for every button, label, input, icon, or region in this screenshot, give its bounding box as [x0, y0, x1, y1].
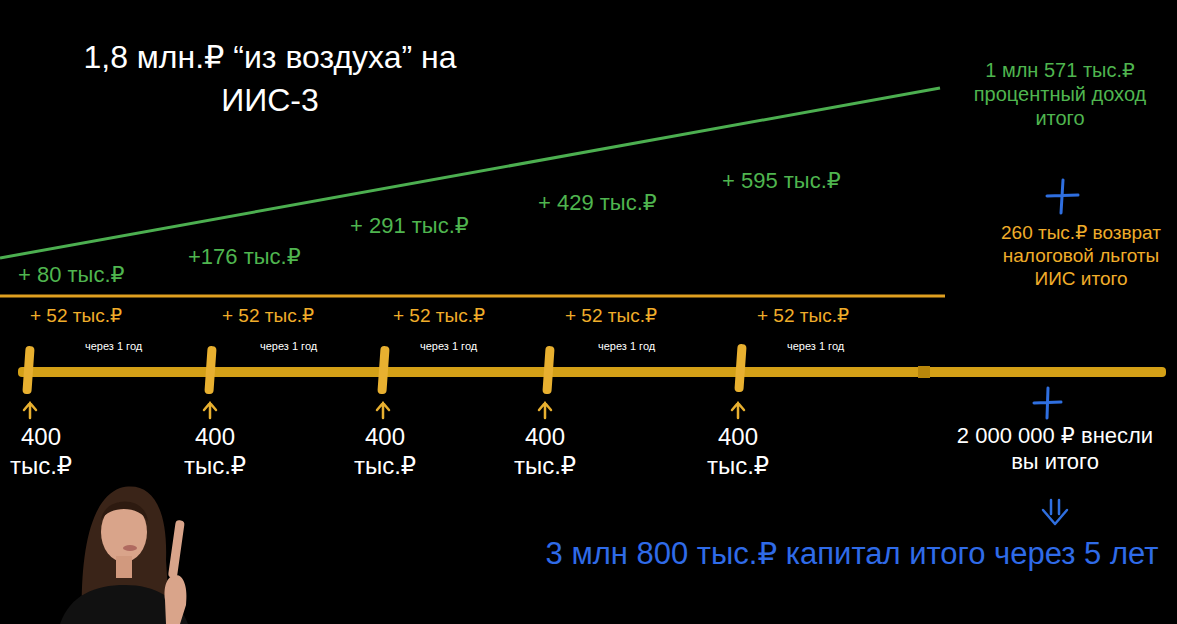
refund-amount: + 52 тыс.₽ — [565, 305, 657, 328]
deposit-amount: 400 тыс.₽ — [505, 423, 585, 481]
period-note: через 1 год — [787, 340, 844, 353]
presenter-figure — [60, 487, 188, 624]
refund-amount: + 52 тыс.₽ — [30, 305, 122, 328]
deposit-arrows — [24, 403, 744, 418]
deposit-amount: 400 тыс.₽ — [175, 423, 255, 481]
period-note: через 1 год — [598, 340, 655, 353]
timeline-mark — [918, 366, 930, 378]
refund-amount: + 52 тыс.₽ — [222, 305, 314, 328]
result-arrow — [1043, 500, 1067, 524]
deposit-total: 2 000 000 ₽ внесли вы итого — [945, 423, 1165, 476]
period-note: через 1 год — [260, 340, 317, 353]
refund-amount: + 52 тыс.₽ — [757, 305, 849, 328]
interest-amount: + 429 тыс.₽ — [538, 190, 657, 216]
refund-line — [0, 295, 945, 298]
interest-amount: + 291 тыс.₽ — [350, 213, 469, 239]
interest-total: 1 млн 571 тыс.₽ процентный доход итого — [955, 58, 1165, 130]
interest-amount: + 80 тыс.₽ — [18, 262, 125, 288]
period-note: через 1 год — [420, 340, 477, 353]
deposit-amount: 400 тыс.₽ — [698, 423, 778, 481]
capital-total: 3 млн 800 тыс.₽ капитал итого через 5 ле… — [532, 535, 1172, 572]
period-note: через 1 год — [85, 340, 142, 353]
deposit-amount: 400 тыс.₽ — [3, 423, 79, 481]
interest-amount: +176 тыс.₽ — [188, 244, 301, 270]
title: 1,8 млн.₽ “из воздуха” на ИИС-3 — [50, 36, 490, 122]
timeline-bar — [18, 367, 1166, 377]
refund-amount: + 52 тыс.₽ — [393, 305, 485, 328]
plus-symbols — [1034, 180, 1078, 418]
growth-line — [0, 88, 940, 258]
refund-total: 260 тыс.₽ возврат налоговой льготы ИИС и… — [990, 222, 1172, 290]
interest-amount: + 595 тыс.₽ — [722, 168, 841, 194]
deposit-amount: 400 тыс.₽ — [345, 423, 425, 481]
